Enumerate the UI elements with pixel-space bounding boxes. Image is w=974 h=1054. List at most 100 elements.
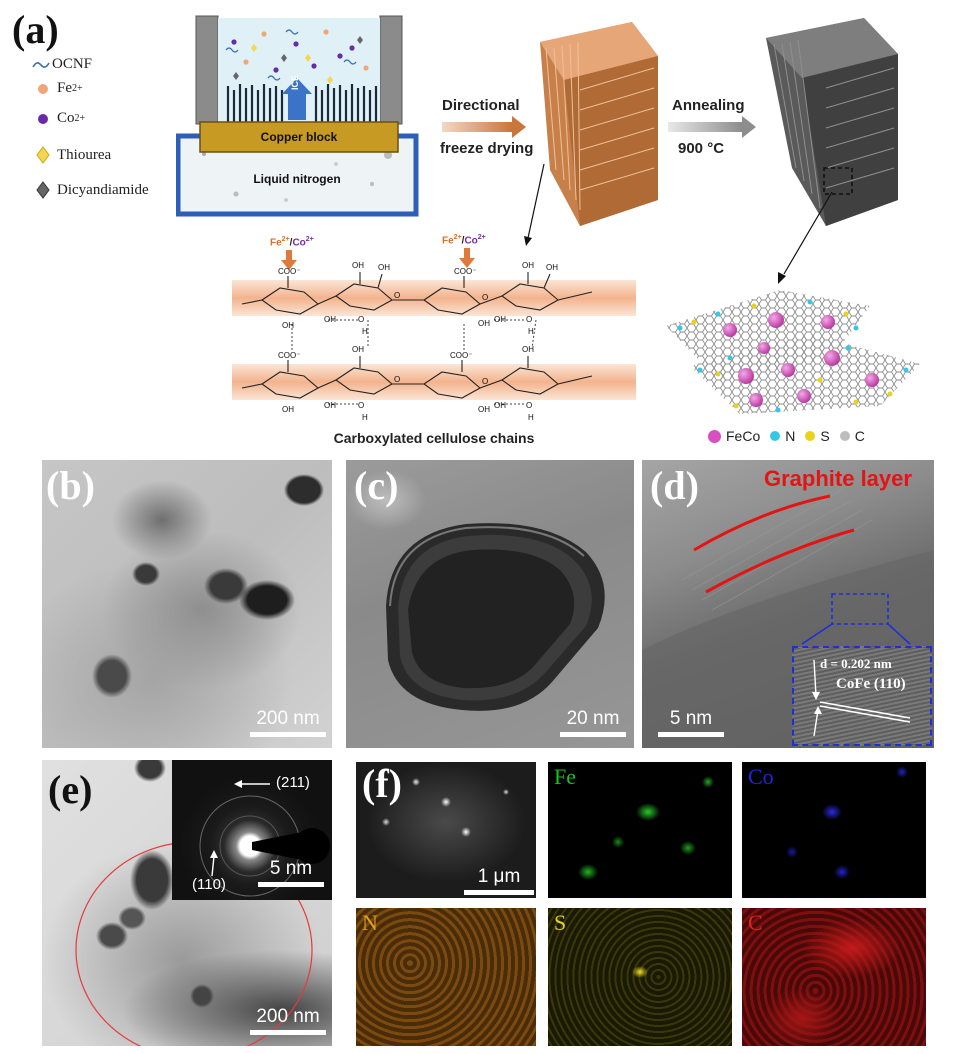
ion-label-right: Fe2+/Co2+ xyxy=(442,234,486,247)
annealing-arrow xyxy=(668,122,742,132)
ion-label-left: Fe2+/Co2+ xyxy=(270,236,314,249)
svg-text:O: O xyxy=(358,315,364,324)
carbon-aerogel-block xyxy=(766,18,898,226)
eds-label-n: N xyxy=(362,910,378,935)
annealing-arrow-head xyxy=(742,116,756,138)
legend-item-dicyandiamide: Dicyandiamide xyxy=(36,181,149,199)
svg-text:O: O xyxy=(358,401,364,410)
freeze-drying-arrow xyxy=(442,122,512,132)
c-atom-icon xyxy=(839,431,850,441)
panel-d-scale-bar: 5 nm xyxy=(658,708,724,737)
svg-text:OH: OH xyxy=(324,401,336,410)
diffraction-pattern xyxy=(199,780,330,897)
scale-bar-line xyxy=(250,1030,326,1035)
eds-map-fe: Fe xyxy=(548,762,732,898)
step2-label-bottom: 900 °C xyxy=(678,140,725,157)
svg-text:OH: OH xyxy=(378,263,390,272)
freeze-drying-arrow-head xyxy=(512,116,526,138)
purple-dot-icon xyxy=(38,113,48,124)
yellow-diamond-icon xyxy=(36,146,50,164)
svg-text:H: H xyxy=(528,327,534,336)
step2-label-top: Annealing xyxy=(672,97,745,114)
panel-c-label: (c) xyxy=(354,463,399,508)
panel-e-tem-image: (211) (110) 5 nm (e) 200 nm xyxy=(42,760,332,1046)
svg-text:O: O xyxy=(482,293,488,302)
scale-bar-line xyxy=(658,732,724,737)
eds-label-c: C xyxy=(748,910,763,935)
ring-110-label: (110) xyxy=(192,876,226,893)
scale-bar-line xyxy=(560,732,626,737)
feco-atom-icon xyxy=(708,429,721,443)
fecoc-graphene-model xyxy=(666,290,920,414)
nanoparticle-shell xyxy=(386,523,605,711)
svg-text:OH: OH xyxy=(324,315,336,324)
eds-map-co: Co xyxy=(742,762,926,898)
step1-label-top: Directional xyxy=(442,97,520,114)
fiber-icon xyxy=(32,61,50,68)
scale-bar-line xyxy=(258,882,324,887)
svg-text:OH: OH xyxy=(494,315,506,324)
svg-text:OH: OH xyxy=(282,405,294,414)
svg-text:H: H xyxy=(362,327,368,336)
orange-dot-icon xyxy=(38,83,48,94)
liquid-nitrogen-label: Liquid nitrogen xyxy=(253,172,341,186)
scale-bar-line xyxy=(464,890,534,895)
legend-item-ocnf: OCNF xyxy=(32,56,92,73)
panel-f-haadf-image: (f) 1 μm xyxy=(356,762,536,898)
svg-text:O: O xyxy=(526,315,532,324)
atom-legend: FeCo N S C xyxy=(708,428,865,444)
panel-b-scale-bar: 200 nm xyxy=(250,708,326,737)
panel-b-tem-image: (b) 200 nm xyxy=(42,460,332,748)
eds-map-n: N xyxy=(356,908,536,1046)
svg-text:COO⁻: COO⁻ xyxy=(454,267,476,276)
ring-211-label: (211) xyxy=(276,774,310,791)
scale-bar-line xyxy=(250,732,326,737)
s-atom-icon xyxy=(805,431,816,441)
aerogel-block xyxy=(540,22,658,226)
eds-label-co: Co xyxy=(748,764,774,789)
svg-text:O: O xyxy=(482,377,488,386)
panel-b-label: (b) xyxy=(46,463,95,508)
ice-label: ICE xyxy=(290,74,300,90)
saed-inset: (211) (110) 5 nm xyxy=(172,760,332,900)
svg-text:H: H xyxy=(362,413,368,422)
svg-text:OH: OH xyxy=(522,345,534,354)
svg-text:OH: OH xyxy=(546,263,558,272)
graphite-layer-label: Graphite layer xyxy=(764,466,912,491)
gray-diamond-icon xyxy=(36,181,50,199)
eds-label-fe: Fe xyxy=(554,764,576,789)
d-spacing-label: d = 0.202 nm xyxy=(820,656,892,671)
svg-text:H: H xyxy=(528,413,534,422)
panel-c-tem-image: (c) 20 nm xyxy=(346,460,634,748)
lattice-fringe-inset: d = 0.202 nm CoFe (110) xyxy=(792,646,932,746)
n-atom-icon xyxy=(770,431,781,441)
svg-text:OH: OH xyxy=(352,261,364,270)
eds-map-s: S xyxy=(548,908,732,1046)
svg-text:COO⁻: COO⁻ xyxy=(278,267,300,276)
svg-text:O: O xyxy=(526,401,532,410)
panel-f-scale-bar: 1 μm xyxy=(464,866,534,895)
svg-text:OH: OH xyxy=(478,319,490,328)
svg-text:OH: OH xyxy=(282,321,294,330)
panel-f-label: (f) xyxy=(362,762,402,806)
svg-text:O: O xyxy=(394,291,400,300)
aerogel-to-chain-arrow xyxy=(524,163,545,246)
svg-text:OH: OH xyxy=(352,345,364,354)
legend-item-thiourea: Thiourea xyxy=(36,146,111,164)
panel-e-label: (e) xyxy=(48,767,93,812)
cellulose-caption: Carboxylated cellulose chains xyxy=(333,430,535,446)
eds-map-c: C xyxy=(742,908,926,1046)
step1-label-bottom: freeze drying xyxy=(440,140,534,157)
svg-text:OH: OH xyxy=(478,405,490,414)
eds-label-s: S xyxy=(554,910,567,935)
panel-c-scale-bar: 20 nm xyxy=(560,708,626,737)
svg-text:COO⁻: COO⁻ xyxy=(450,351,472,360)
copper-block-label: Copper block xyxy=(260,130,338,144)
zoom-arrow xyxy=(778,191,833,284)
d-spacing-marker xyxy=(812,659,911,737)
svg-text:OH: OH xyxy=(494,401,506,410)
panel-d-label: (d) xyxy=(650,463,699,508)
